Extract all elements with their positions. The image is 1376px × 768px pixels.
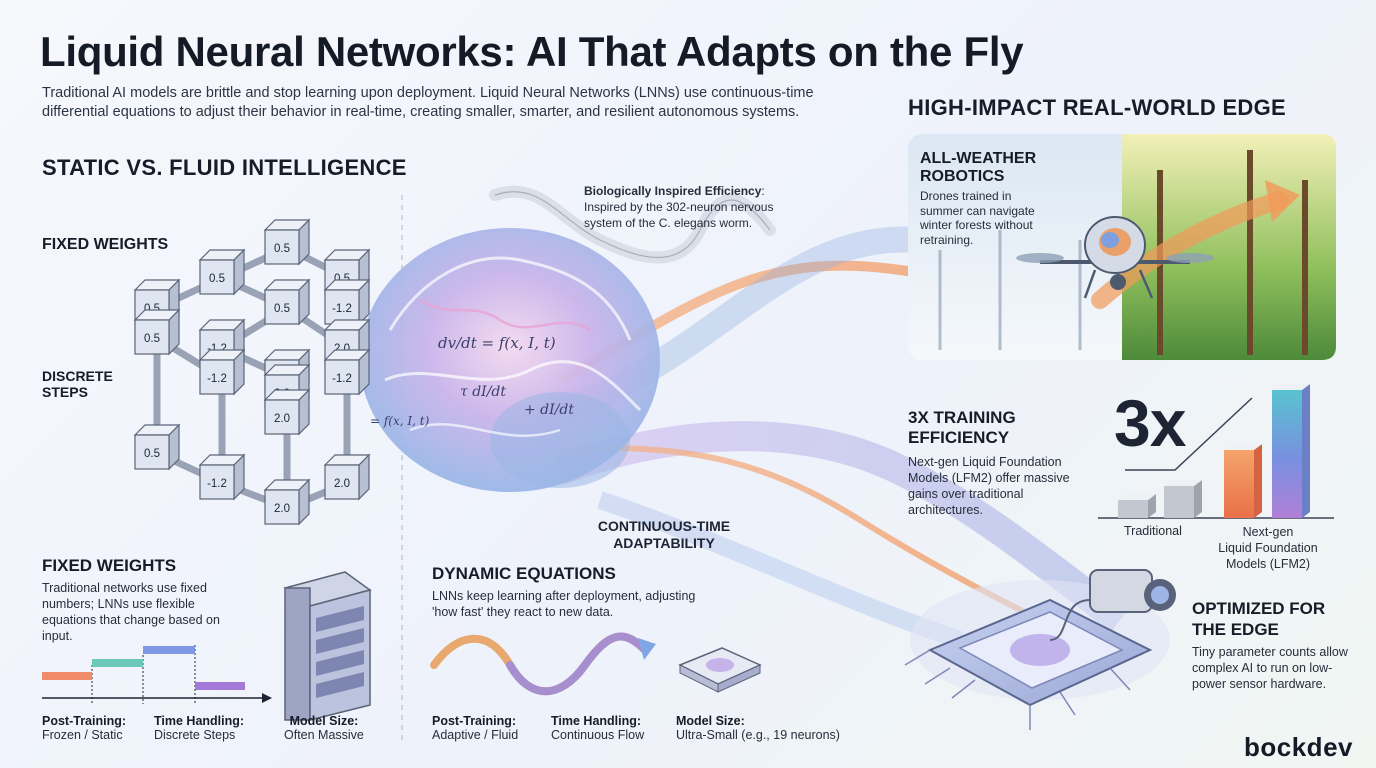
stat-value: Continuous Flow [551, 728, 645, 742]
fixed-weights-lattice: 0.50.50.50.50.5-1.20.5-1.22.0-1.22.0-1.2… [133, 218, 371, 526]
stat-time-handling-continuous: Time Handling: Continuous Flow [551, 714, 644, 742]
fixed-weights-label: FIXED WEIGHTS [42, 236, 169, 253]
cube-value: -1.2 [207, 373, 227, 385]
server-icon [283, 571, 372, 721]
bar-label-nextgen: Next-gen Liquid Foundation Models (LFM2) [1218, 525, 1318, 571]
stat-label: Model Size: [289, 714, 359, 728]
weight-cube: 2.0 [323, 453, 371, 501]
edge-body: Tiny parameter counts allow complex AI t… [1192, 645, 1348, 691]
cube-value: -1.2 [332, 303, 352, 315]
equation-2: τ dI/dt [460, 384, 506, 400]
bio-colon: : [761, 184, 765, 198]
discrete-steps-label: DISCRETE STEPS [42, 368, 113, 400]
bio-inspired-block: Biologically Inspired Efficiency: Inspir… [584, 183, 773, 231]
brand-logo: bockdev [1244, 732, 1353, 762]
cube-value: 0.5 [144, 448, 160, 460]
weight-cube: 2.0 [263, 478, 311, 526]
stat-value: Frozen / Static [42, 728, 123, 742]
cube-value: 0.5 [274, 243, 290, 255]
efficiency-bar [1164, 480, 1202, 518]
stat-model-size-massive: Model Size: Often Massive [284, 714, 364, 742]
stat-model-size-small: Model Size: Ultra-Small (e.g., 19 neuron… [676, 714, 840, 742]
edge-title: OPTIMIZED FOR THE EDGE [1192, 599, 1326, 639]
weight-cube: -1.2 [323, 348, 371, 396]
efficiency-bar [1118, 494, 1156, 518]
cube-value: 2.0 [274, 413, 290, 425]
weight-cube: 0.5 [263, 218, 311, 266]
weight-cube: -1.2 [323, 278, 371, 326]
weight-cube: 0.5 [263, 278, 311, 326]
tiny-chip-icon [678, 647, 762, 693]
discrete-timeline [42, 645, 272, 704]
stat-post-training-fluid: Post-Training: Adaptive / Fluid [432, 714, 518, 742]
camera-icon [1049, 569, 1176, 641]
weight-cube: 0.5 [198, 248, 246, 296]
stat-label: Time Handling: [551, 714, 642, 728]
training-title: 3X TRAINING EFFICIENCY [908, 408, 1016, 447]
efficiency-bar [1272, 384, 1310, 518]
stat-post-training-static: Post-Training: Frozen / Static [42, 714, 126, 742]
stat-value: Adaptive / Fluid [432, 728, 519, 742]
section-title-static-fluid: STATIC VS. FLUID INTELLIGENCE [42, 155, 407, 180]
drone-icon [1016, 216, 1214, 299]
section-title-real-world-edge: HIGH-IMPACT REAL-WORLD EDGE [908, 95, 1286, 120]
weight-cube: -1.2 [198, 348, 246, 396]
stat-label: Time Handling: [154, 714, 245, 728]
cube-value: 0.5 [144, 333, 160, 345]
cube-value: 2.0 [334, 478, 350, 490]
fixed-weights-title: FIXED WEIGHTS [42, 556, 177, 575]
cube-value: 0.5 [274, 303, 290, 315]
continuous-time-label: CONTINUOUS-TIME ADAPTABILITY [597, 518, 731, 551]
bio-title: Biologically Inspired Efficiency [584, 184, 762, 198]
cube-value: 0.5 [209, 273, 225, 285]
training-big-number: 3x [1114, 386, 1186, 460]
cube-value: -1.2 [332, 373, 352, 385]
equation-4: = f(x, I, t) [370, 414, 430, 428]
training-body: Next-gen Liquid Foundation Models (LFM2)… [908, 455, 1070, 517]
bio-body-line1: Inspired by the 302-neuron nervous [584, 200, 774, 214]
bar-label-traditional: Traditional [1124, 524, 1182, 538]
stat-value: Ultra-Small (e.g., 19 neurons) [676, 728, 840, 742]
stat-value: Discrete Steps [154, 728, 236, 742]
efficiency-bar-chart [1118, 384, 1310, 518]
weight-cube: -1.2 [198, 453, 246, 501]
robotics-body: Drones trained in summer can navigate wi… [920, 189, 1035, 247]
dynamic-equations-title: DYNAMIC EQUATIONS [432, 564, 616, 583]
cube-value: 2.0 [274, 503, 290, 515]
stat-label: Post-Training: [432, 714, 517, 728]
cube-value: -1.2 [207, 478, 227, 490]
equation-3: + dI/dt [524, 402, 574, 418]
dynamic-equations-body: LNNs keep learning after deployment, adj… [432, 589, 696, 619]
continuous-wave [430, 632, 656, 696]
robotics-title: ALL-WEATHER ROBOTICS [920, 150, 1037, 185]
stat-label: Post-Training: [42, 714, 127, 728]
weight-cube: 0.5 [133, 423, 181, 471]
stat-value: Often Massive [284, 728, 364, 742]
weight-cube: 0.5 [133, 308, 181, 356]
page-subtitle: Traditional AI models are brittle and st… [42, 85, 814, 120]
stat-label: Model Size: [676, 714, 745, 728]
fixed-weights-body: Traditional networks use fixed numbers; … [42, 581, 220, 643]
efficiency-bar [1224, 444, 1262, 518]
stat-time-handling-discrete: Time Handling: Discrete Steps [154, 714, 244, 742]
page-title: Liquid Neural Networks: AI That Adapts o… [40, 28, 1024, 75]
bio-body-line2: system of the C. elegans worm. [584, 216, 753, 230]
equation-1: dv/dt = f(x, I, t) [438, 334, 556, 352]
weight-cube: 2.0 [263, 388, 311, 436]
